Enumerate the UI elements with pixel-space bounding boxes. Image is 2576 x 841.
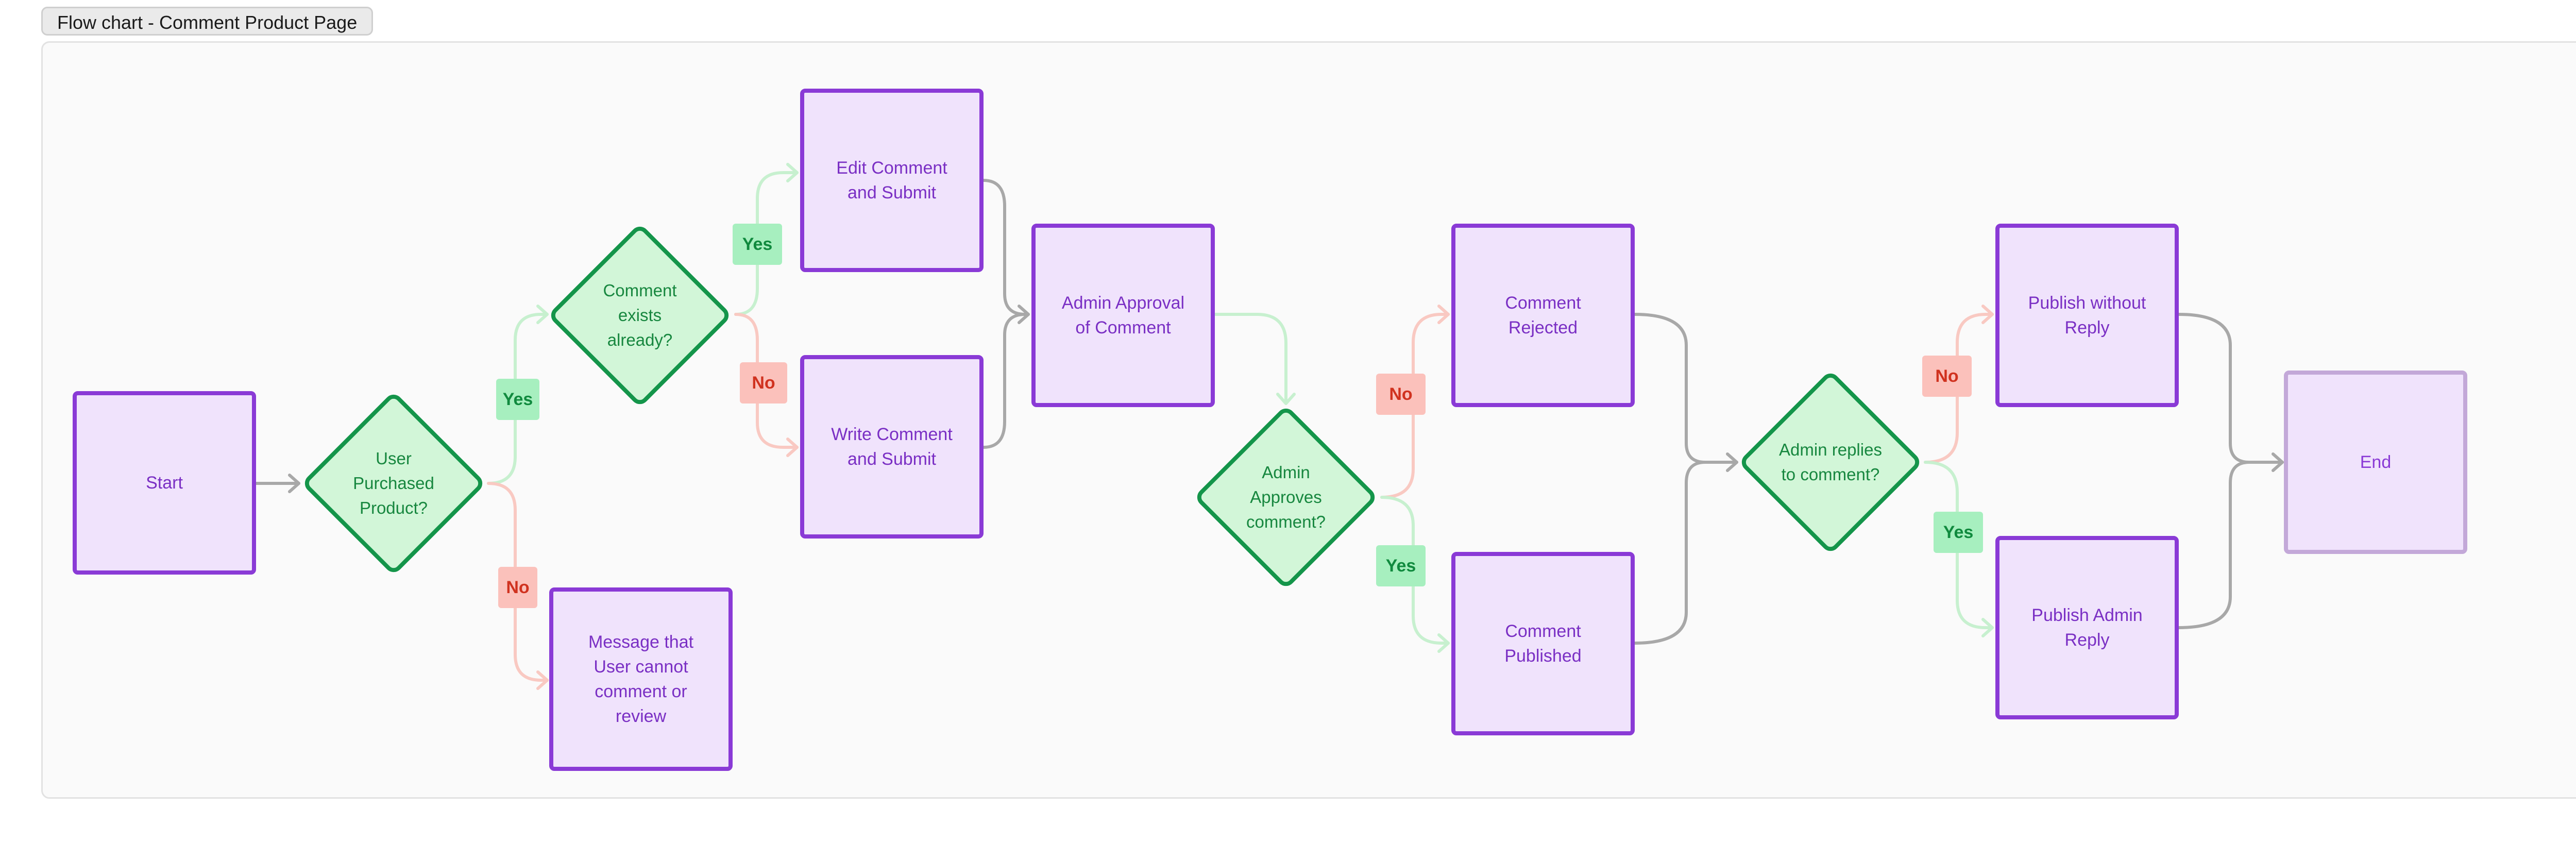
edge-label-yes: Yes (496, 379, 539, 420)
node-start[interactable]: Start (73, 391, 256, 575)
edge-label-no: No (498, 567, 537, 608)
arrowhead (786, 163, 799, 182)
decision-admin-approves[interactable]: Admin Approves comment? (1193, 405, 1379, 590)
edge-rejected-to-replies (1633, 313, 1738, 464)
node-label: Comment Published (1504, 621, 1582, 666)
node-label: Comment Rejected (1505, 293, 1581, 338)
edge-label-yes: Yes (1934, 512, 1983, 553)
node-label: Write Comment and Submit (831, 425, 953, 469)
node-label: Message that User cannot comment or revi… (588, 632, 694, 726)
arrowhead (1981, 305, 1994, 324)
arrowhead (1018, 305, 1030, 324)
decision-comment-exists[interactable]: Comment exists already? (547, 223, 733, 408)
edge-exists-yes (734, 171, 799, 316)
edge-approval-to-decision (1213, 313, 1287, 405)
arrowhead (1981, 618, 1994, 637)
decision-label: Admin Approves comment? (1246, 463, 1326, 531)
edge-purchased-yes (487, 313, 549, 485)
arrowhead (1437, 633, 1450, 653)
node-label: Publish Admin Reply (2031, 605, 2143, 650)
edge-without-to-end (2177, 313, 2284, 464)
node-cannot-comment[interactable]: Message that User cannot comment or revi… (549, 587, 733, 771)
decision-admin-replies[interactable]: Admin replies to comment? (1738, 369, 1923, 555)
arrowhead (536, 670, 549, 690)
node-comment-rejected[interactable]: Comment Rejected (1451, 224, 1635, 407)
edge-label-no: No (1376, 374, 1426, 415)
arrowhead (1276, 393, 1296, 405)
node-admin-approval[interactable]: Admin Approval of Comment (1031, 224, 1215, 407)
node-label: Edit Comment and Submit (836, 158, 947, 203)
decision-label: User Purchased Product? (353, 449, 434, 517)
node-comment-published[interactable]: Comment Published (1451, 552, 1635, 735)
edge-label-yes: Yes (1376, 545, 1426, 586)
edge-label-no: No (1922, 356, 1972, 397)
arrowhead (1437, 305, 1450, 324)
node-publish-without-reply[interactable]: Publish without Reply (1995, 224, 2179, 407)
node-end[interactable]: End (2284, 371, 2467, 554)
decision-user-purchased[interactable]: User Purchased Product? (301, 391, 486, 576)
node-label: Admin Approval of Comment (1061, 293, 1185, 338)
node-label: Publish without Reply (2028, 293, 2146, 338)
arrowhead (786, 438, 799, 457)
arrowhead (536, 305, 549, 324)
edge-write-to-approval (982, 313, 1027, 449)
arrowhead (2272, 452, 2284, 472)
decision-label: Comment exists already? (603, 281, 677, 349)
decision-label: Admin replies to comment? (1779, 440, 1882, 484)
node-edit-comment[interactable]: Edit Comment and Submit (800, 89, 984, 272)
edge-reply-to-end (2177, 461, 2251, 629)
node-write-comment[interactable]: Write Comment and Submit (800, 355, 984, 539)
node-label: Start (146, 473, 183, 493)
edge-exists-no (734, 313, 799, 449)
edge-label-yes: Yes (733, 224, 782, 265)
node-label: End (2360, 452, 2392, 472)
arrowhead (1726, 452, 1738, 472)
edge-published-to-replies (1633, 461, 1707, 645)
frame-title[interactable]: Flow chart - Comment Product Page (41, 7, 374, 36)
edge-purchased-no (487, 482, 549, 682)
node-publish-admin-reply[interactable]: Publish Admin Reply (1995, 536, 2179, 719)
edge-label-no: No (740, 362, 787, 403)
arrowhead (288, 474, 300, 493)
edge-edit-to-approval (982, 179, 1030, 316)
